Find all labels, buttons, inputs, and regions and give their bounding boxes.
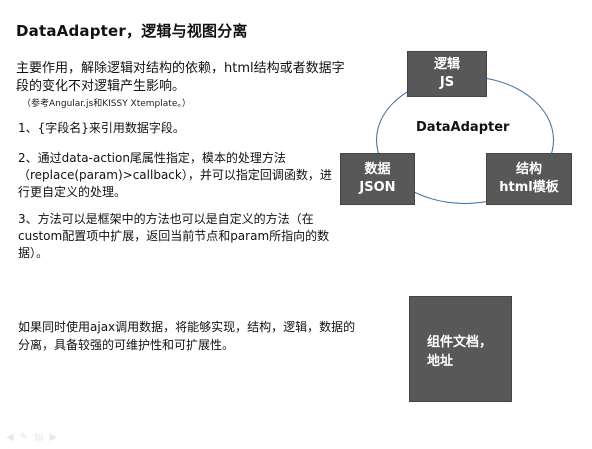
logic-label: 逻辑 — [433, 57, 460, 72]
structure-template-node: 结构 html模板 — [486, 153, 572, 205]
reference-note: （参考Angular.js和KISSY Xtemplate。） — [22, 99, 191, 109]
bottom-text: 如果同时使用ajax调用数据，将能够实现，结构，逻辑，数据的分离，具备较强的可维… — [18, 320, 356, 352]
back-arrow-icon[interactable]: ◀ — [6, 432, 14, 443]
data-json-node: 数据 JSON — [340, 153, 415, 205]
slides-icon[interactable]: ▤ — [34, 432, 44, 443]
point-1: 1、{字段名}来引用数据字段。 — [18, 121, 185, 135]
structure-sub-label: html模板 — [499, 180, 559, 195]
intro-text: 主要作用，解除逻辑对结构的依赖，html结构或者数据字段的变化不对逻辑产生影响。 — [16, 61, 345, 94]
structure-label: 结构 — [515, 162, 542, 177]
dataadapter-diagram: DataAdapter 逻辑 JS 数据 JSON 结构 html模板 — [330, 40, 592, 240]
logic-sub-label: JS — [439, 75, 455, 90]
doc-box-line-2: 地址 — [427, 354, 454, 369]
data-sub-label: JSON — [359, 180, 396, 195]
point-2: 2、通过data-action尾属性指定，模本的处理方法（replace(par… — [18, 151, 332, 199]
diagram-center-label: DataAdapter — [416, 120, 510, 135]
logic-js-node: 逻辑 JS — [407, 51, 487, 97]
pen-icon[interactable]: ✎ — [19, 432, 29, 443]
data-label: 数据 — [364, 162, 391, 177]
doc-box-line-1: 组件文档， — [427, 335, 493, 350]
slide-title: DataAdapter，逻辑与视图分离 — [16, 22, 248, 40]
point-3: 3、方法可以是框架中的方法也可以是自定义的方法（在custom配置项中扩展，返回… — [18, 212, 330, 260]
forward-arrow-icon[interactable]: ▶ — [49, 432, 58, 443]
slideshow-toolbar: ◀ ✎ ▤ ▶ — [6, 432, 57, 443]
component-docs-box[interactable]: 组件文档， 地址 — [409, 296, 512, 402]
